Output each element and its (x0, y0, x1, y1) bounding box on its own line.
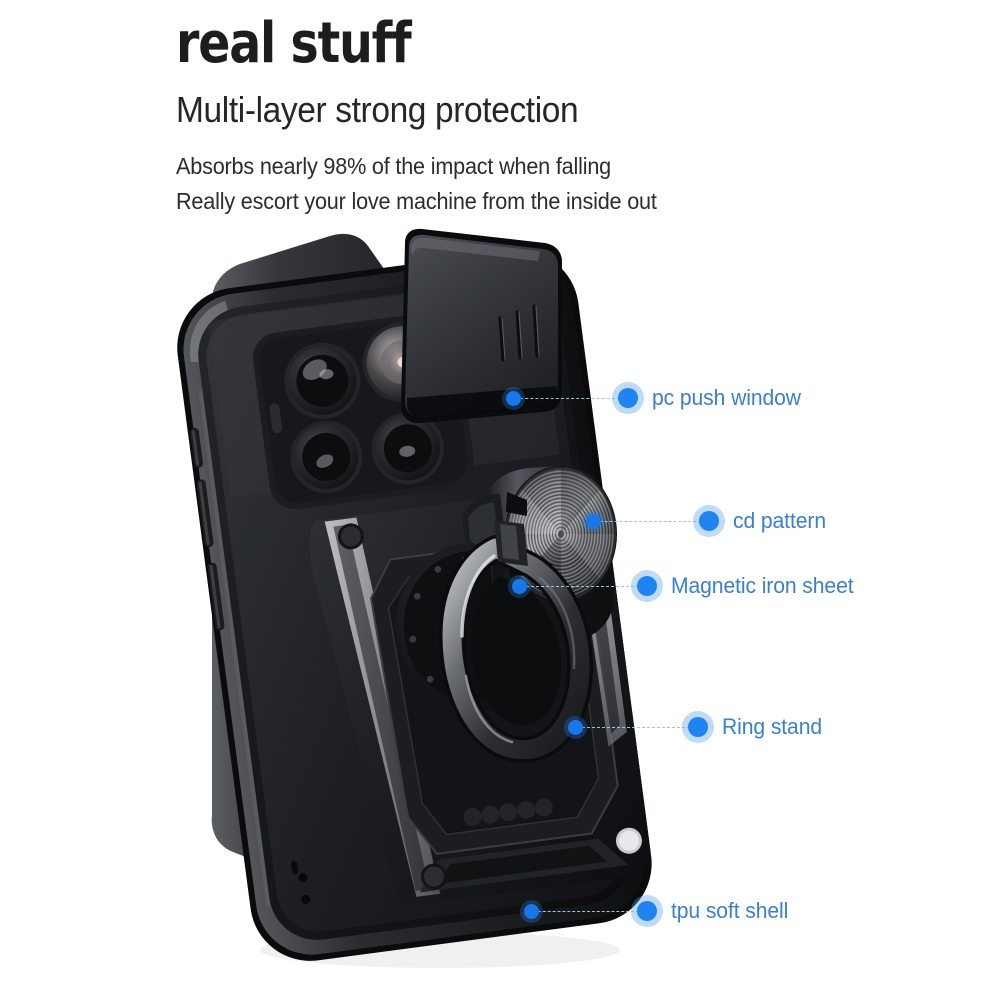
callout-cd-pattern: cd pattern (699, 508, 830, 534)
ring-holder-assembly (439, 465, 617, 763)
callout-dot-icon (699, 511, 719, 531)
leader-tpu-soft-shell (533, 911, 639, 912)
anchor-tpu-soft-shell (524, 904, 539, 919)
callout-dot-icon (637, 901, 657, 921)
callout-ring-stand: Ring stand (688, 714, 826, 740)
anchor-ring-stand (568, 720, 583, 735)
anchor-magnetic-iron (512, 579, 527, 594)
side-buttons (189, 427, 225, 631)
leader-ring-stand (577, 727, 690, 728)
leader-cd-pattern (595, 521, 701, 522)
camera-lens-1 (284, 342, 361, 419)
callout-magnetic-iron-sheet: Magnetic iron sheet (637, 573, 861, 599)
ring-kickstand (439, 520, 594, 763)
slider-grip-grooves (498, 304, 539, 362)
slider-grip-highlights (501, 305, 540, 361)
camera-lens-3 (290, 420, 363, 493)
page-title: real stuff (176, 11, 412, 76)
callout-pc-push-window: pc push window (618, 385, 807, 411)
leader-pc-push-window (515, 398, 620, 399)
case-body (177, 250, 652, 961)
description-line-2: Really escort your love machine from the… (176, 188, 657, 214)
callout-tpu-soft-shell: tpu soft shell (637, 898, 793, 924)
callout-dot-icon (688, 717, 708, 737)
callout-label: Ring stand (722, 714, 823, 739)
callout-label: pc push window (652, 385, 801, 410)
description-line-1: Absorbs nearly 98% of the impact when fa… (176, 153, 611, 179)
callout-label: cd pattern (733, 508, 826, 533)
callout-label: Magnetic iron sheet (671, 573, 854, 598)
flash-led (269, 403, 283, 434)
callout-label: tpu soft shell (671, 898, 789, 923)
camera-lens-4 (371, 412, 444, 485)
callout-dot-icon (637, 576, 657, 596)
camera-slider-cover (401, 228, 562, 424)
anchor-pc-push-window (506, 391, 521, 406)
page-subtitle: Multi-layer strong protection (176, 89, 579, 130)
leader-magnetic-iron (521, 586, 639, 587)
speaker-holes (291, 860, 311, 904)
callout-dot-icon (618, 388, 638, 408)
anchor-cd-pattern (586, 514, 601, 529)
grip-bubbles (463, 798, 553, 826)
